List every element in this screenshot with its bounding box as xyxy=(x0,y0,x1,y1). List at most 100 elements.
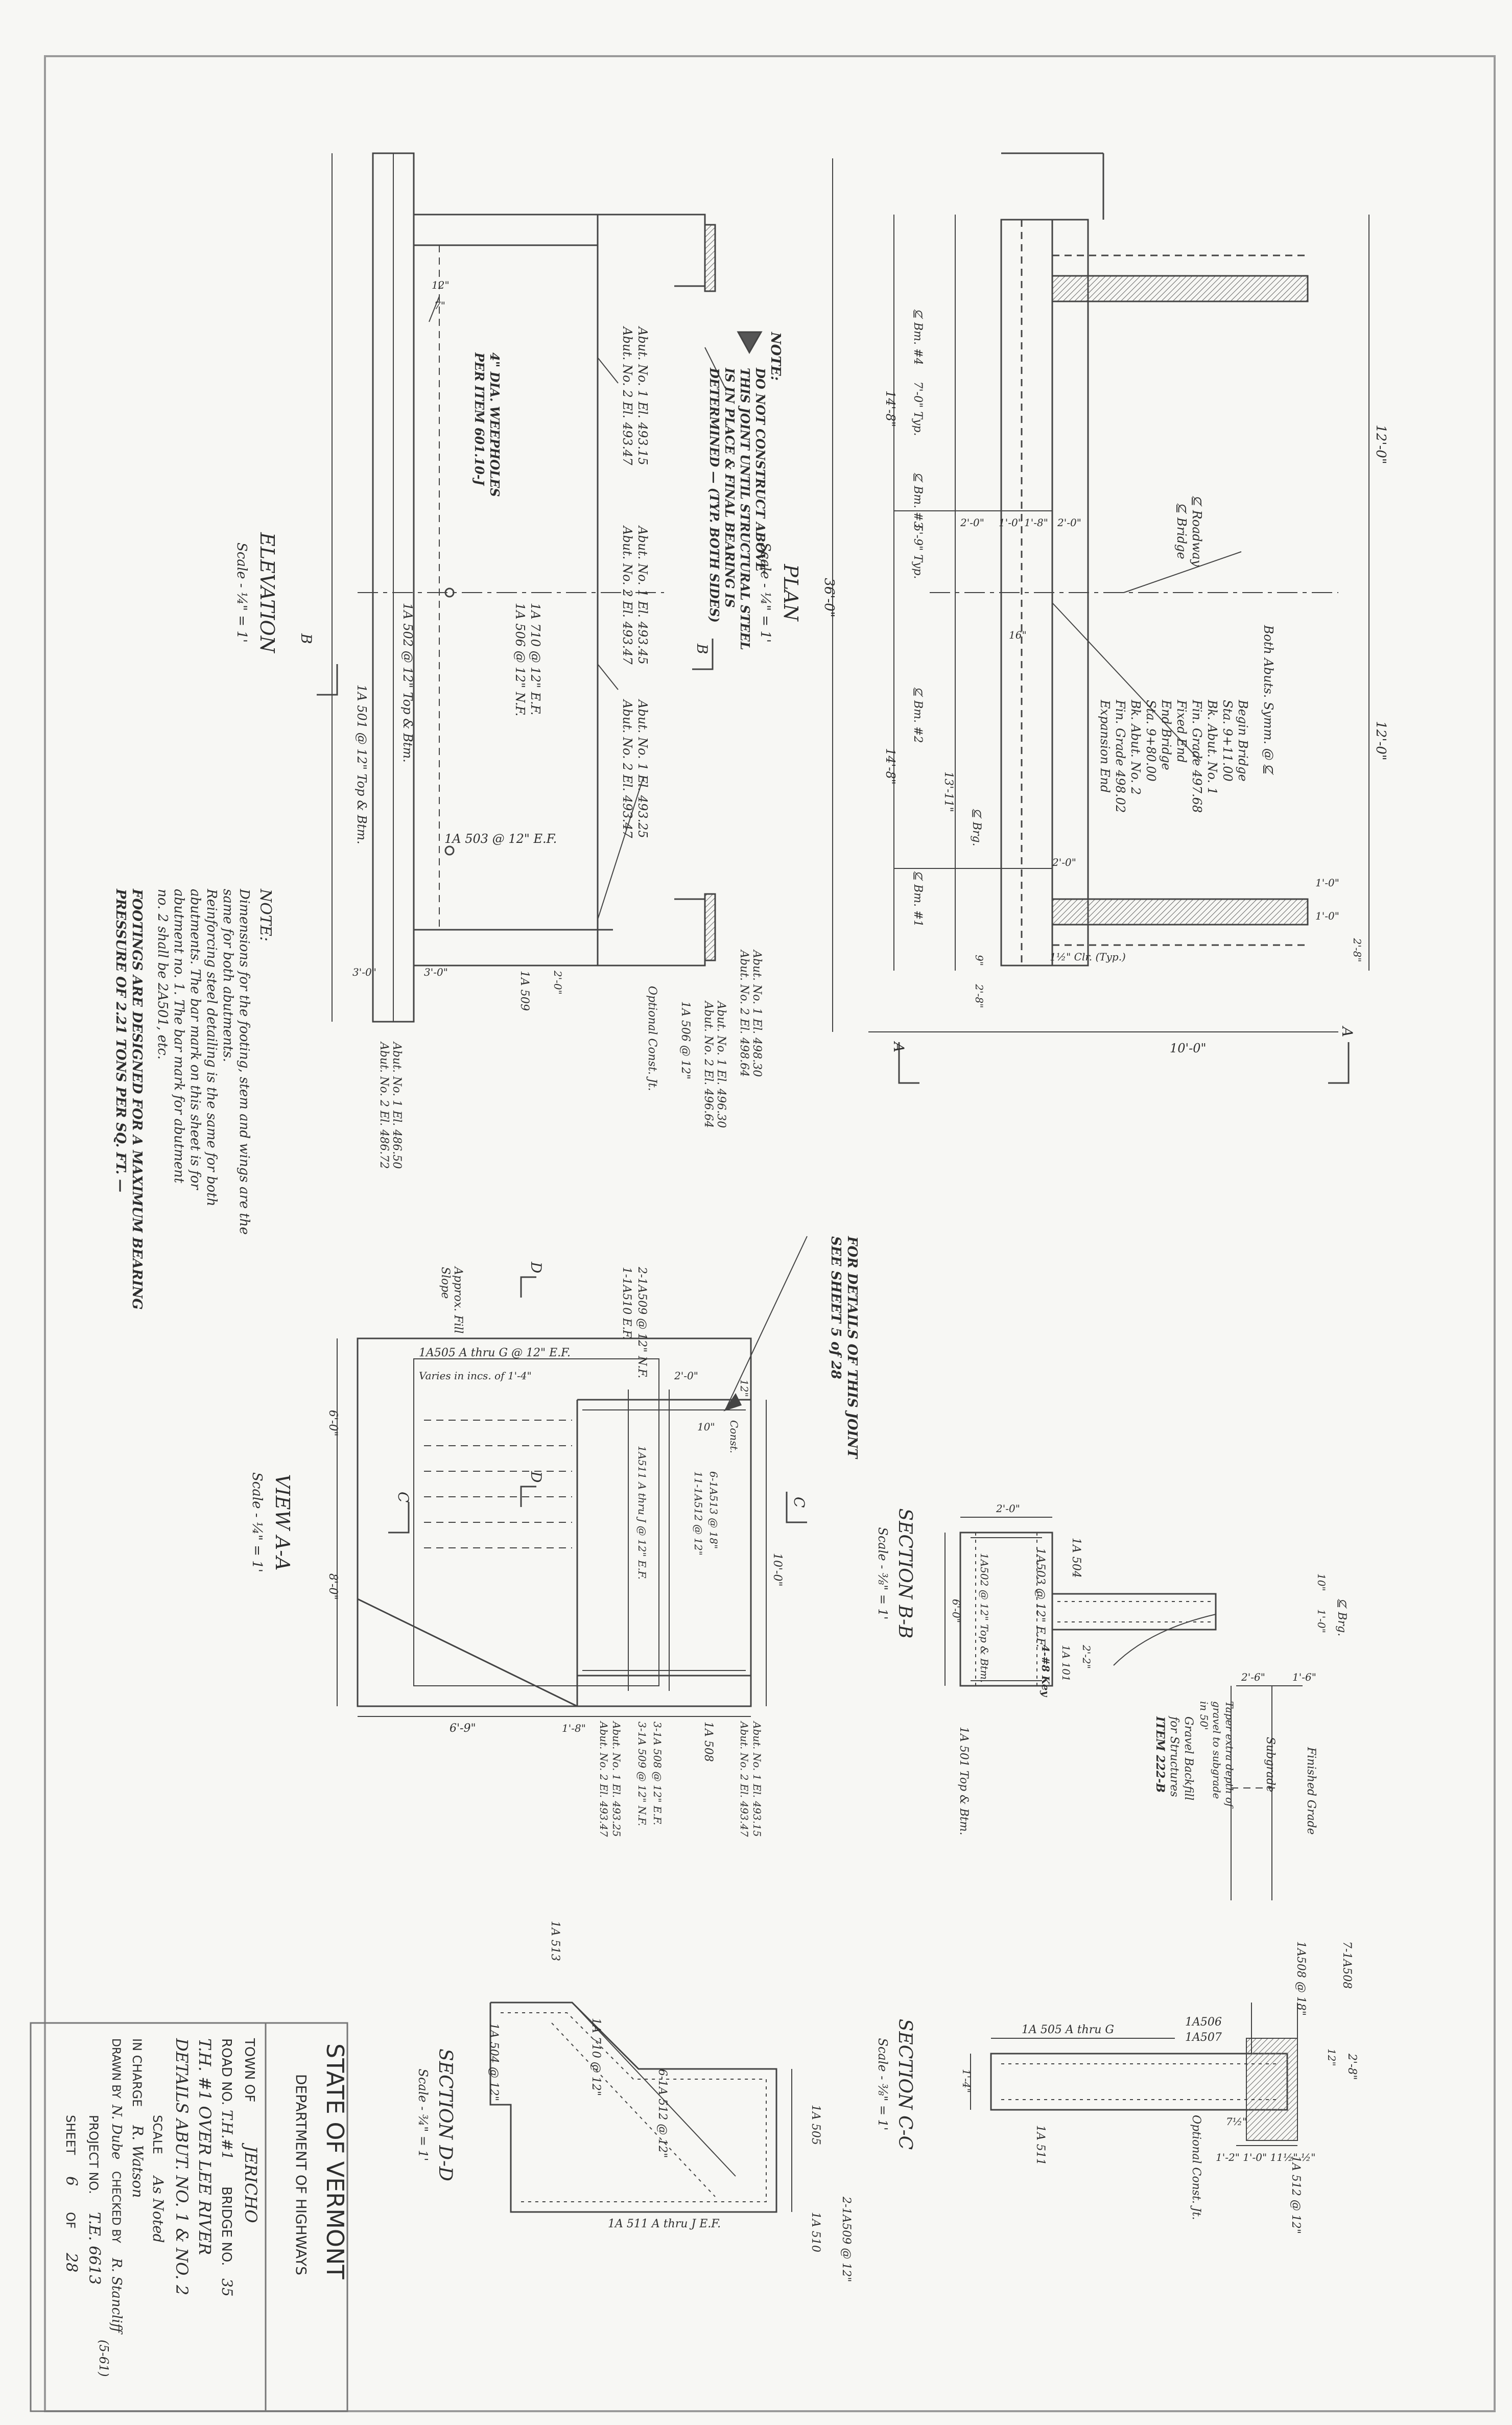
elevation-abut-r1-1: Abut. No. 2 El. 498.64 xyxy=(738,949,750,1077)
plan-sta-0: Begin Bridge xyxy=(1236,699,1250,782)
view-aa-d100: 10'-0" xyxy=(771,1553,784,1587)
view-aa-cut-c: C xyxy=(791,1497,808,1508)
plan-dim-s10b: 1'-0" xyxy=(1315,910,1339,922)
section-bb-title: SECTION B-B xyxy=(894,1509,915,1639)
title-state: STATE OF VERMONT xyxy=(321,2043,349,2279)
plan-dim-half1: 12'-0" xyxy=(1373,425,1388,464)
section-cc-opt: Optional Const. Jt. xyxy=(1190,2115,1202,2220)
plan-dim-s20c: 2'-0" xyxy=(1052,856,1076,868)
view-aa-const: Const. xyxy=(728,1420,740,1453)
view-aa-bar4: 1A511 A thru J @ 12" E.F. xyxy=(636,1446,648,1580)
section-dd-bar3: 1A 504 @ 12" xyxy=(487,2023,500,2101)
plan-sta-8: Fin. Grade 498.02 xyxy=(1113,699,1127,813)
section-cc-bar1: 1A 505 A thru G xyxy=(1022,2023,1114,2036)
elevation-opt: Optional Const. Jt. xyxy=(646,986,658,1091)
elevation-bar2: 1A 506 @ 12" N.F. xyxy=(513,603,527,716)
view-aa-abut2-0: Abut. No. 1 El. 493.25 xyxy=(610,1721,623,1837)
plan-bridge: ⊈ Bridge xyxy=(1174,503,1189,559)
plan-dim-clr: 1½" Clr. (Typ.) xyxy=(1050,951,1126,963)
plan-section-arrow-left: A xyxy=(890,1041,907,1052)
view-aa-abut1-0: Abut. No. 1 El. 493.15 xyxy=(751,1721,763,1837)
view-aa-cut-d-top: D xyxy=(528,1261,545,1273)
plan-sta-9: Expansion End xyxy=(1098,699,1112,793)
section-cc-bar6: 7-1A508 xyxy=(1340,1941,1353,1989)
section-dd xyxy=(489,2002,792,2213)
general-note-title: NOTE: xyxy=(256,888,274,941)
title-dept: DEPARTMENT OF HIGHWAYS xyxy=(293,2074,310,2275)
section-bb-bar1: 1A 504 xyxy=(1070,1538,1082,1578)
section-bb-gravel-1: for Structures xyxy=(1168,1715,1180,1797)
plan-symm: Both Abuts. Symm. @ ⊈ xyxy=(1261,625,1275,775)
elevation-d20: 2'-0" xyxy=(552,970,564,995)
elevation-abut-foot-0: Abut. No. 1 El. 486.50 xyxy=(390,1041,403,1169)
title-drawn: N. Dube xyxy=(109,2104,124,2159)
plan-dim-s20b: 2'-0" xyxy=(1057,516,1081,529)
title-project: T.E. 6613 xyxy=(85,2212,103,2285)
section-bb-bar3: 1A502 @ 12" Top & Btm. xyxy=(978,1553,990,1683)
section-cc-bar4: 1A 511 xyxy=(1034,2125,1047,2165)
elevation-abut-foot-1: Abut. No. 2 El. 486.72 xyxy=(377,1041,390,1169)
plan-dim-typ1: 7'-0" Typ. xyxy=(911,382,924,436)
title-town-label: TOWN OF xyxy=(242,2038,257,2102)
section-bb-d16: 1'-6" xyxy=(1292,1671,1316,1683)
view-aa-bar5: 6-1A513 @ 18" xyxy=(707,1471,720,1549)
view-aa-bar1b: Varies in incs. of 1'-4" xyxy=(419,1370,532,1382)
section-cc-texts: SECTION C-C Scale - ⅜" = 1' 1A 505 A thr… xyxy=(876,1941,1358,2234)
section-cc-bar2: 1A506 xyxy=(1185,2016,1222,2029)
section-bb-scale: Scale - ⅜" = 1' xyxy=(876,1527,890,1620)
section-cc-bar7: 1A 512 @ 12" xyxy=(1289,2156,1302,2234)
view-aa-cut-g: C xyxy=(395,1492,412,1502)
section-bb-d1: 1'-0" xyxy=(1315,1609,1328,1633)
section-bb-bar5: 1A 101 xyxy=(1060,1645,1072,1682)
view-aa-scale: Scale - ¼" = 1' xyxy=(249,1472,265,1572)
title-bridge: 35 xyxy=(219,2278,235,2297)
plan-dim-bm4: ⊈ Bm. #4 xyxy=(911,309,924,365)
section-cc-d72: 7½" xyxy=(1226,2115,1247,2128)
view-aa-cut-d-bottom: D xyxy=(528,1471,545,1482)
section-bb-bar2: 1A503 @ 12" E.F. xyxy=(1034,1548,1047,1647)
section-dd-bar6: 2-1A509 @ 12" xyxy=(840,2196,853,2282)
elevation-note-line-1: THIS JOINT UNTIL STRUCTURAL STEEL xyxy=(738,368,752,650)
elevation-weep-1: PER ITEM 601.10-J xyxy=(472,352,487,486)
title-block-texts: STATE OF VERMONT DEPARTMENT OF HIGHWAYS … xyxy=(62,2038,349,2377)
title-scale-label: SCALE xyxy=(150,2115,164,2154)
view-aa-approx-1: Slope xyxy=(439,1267,452,1299)
plan-dim-s9: 9" xyxy=(973,955,985,966)
title-town: JERICHO xyxy=(241,2143,261,2223)
view-aa-joint-note-1: SEE SHEET 5 of 28 xyxy=(828,1236,843,1379)
elevation-note-line-3: DETERMINED — (TYP. BOTH SIDES) xyxy=(707,367,722,623)
elevation-abut-r2-1: Abut. No. 2 El. 496.64 xyxy=(702,1000,715,1128)
elevation-title: ELEVATION xyxy=(256,532,278,653)
view-aa-d80: 8'-0" xyxy=(326,1573,339,1600)
view-aa-abut1-1: Abut. No. 2 El. 493.47 xyxy=(738,1721,750,1837)
section-bb-d20: 2'-0" xyxy=(996,1502,1020,1515)
plan-sta-7: Bk. Abut. No. 2 xyxy=(1128,699,1143,795)
plan-dim-overall: 36'-0" xyxy=(821,578,837,618)
title-bridge-label: BRIDGE NO. xyxy=(219,2186,234,2266)
elevation-abut-top1-0: Abut. No. 1 El. 493.15 xyxy=(635,326,650,465)
general-note-line-0: Dimensions for the footing, stem and win… xyxy=(237,888,252,1235)
section-cc-scale: Scale - ⅜" = 1' xyxy=(876,2038,890,2131)
footing-note-line-1: PRESSURE OF 2.21 TONS PER SQ. FT. — xyxy=(113,888,128,1192)
view-aa-bar6: 11-1A512 @ 12" xyxy=(692,1471,704,1556)
plan-dim-half2: 12'-0" xyxy=(1373,721,1388,761)
elevation-abut-r1-0: Abut. No. 1 El. 498.30 xyxy=(750,949,763,1077)
section-dd-scale: Scale - ¾" = 1' xyxy=(416,2069,430,2161)
section-bb-subgrade: Subgrade xyxy=(1264,1737,1277,1792)
plan-dim-end: 10'-0" xyxy=(1170,1041,1207,1055)
view-aa-bar2: 2-1A509 @ 12" N.F. xyxy=(635,1266,648,1378)
title-line1: T.H. #1 OVER LEE RIVER xyxy=(195,2038,215,2255)
plan-sta-4: Fixed End xyxy=(1174,699,1189,763)
elevation-abut-mid1-0: Abut. No. 1 El. 493.45 xyxy=(635,525,650,665)
view-aa-bar1: 1A505 A thru G @ 12" E.F. xyxy=(419,1347,571,1359)
section-bb-gravel-0: Gravel Backfill xyxy=(1182,1716,1195,1800)
section-bb-d60: 6'-0" xyxy=(950,1599,962,1623)
plan-dim-s18: 1'-8" xyxy=(1024,516,1048,529)
section-dd-texts: SECTION D-D Scale - ¾" = 1' 1A 513 1A 71… xyxy=(416,1921,853,2282)
plan-dim-s28b: 2'-8" xyxy=(973,984,985,1008)
plan-dim-brg: ⊈ Brg. xyxy=(970,809,983,846)
plan-sta-6: Sta. 9+80.00 xyxy=(1144,700,1158,782)
plan-dim-s10: 1'-0" xyxy=(1315,877,1339,889)
